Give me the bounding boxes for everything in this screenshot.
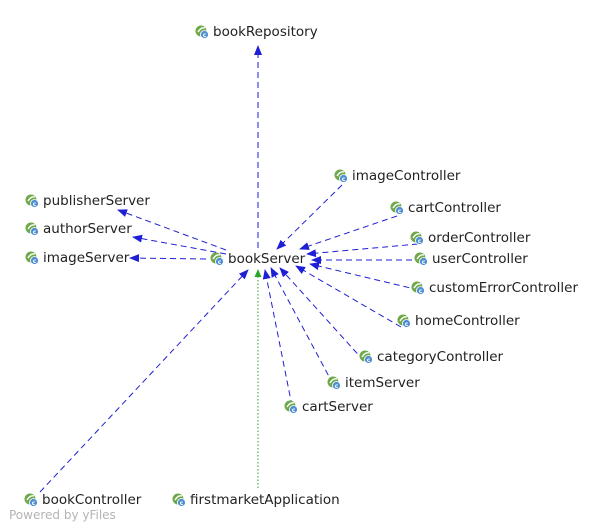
node-cartServer[interactable]: c cartServer [284,397,373,417]
edge-bookServer-to-imageServer [129,254,207,263]
svg-text:c: c [33,229,37,236]
spring-class-icon: c [410,231,424,245]
node-label: cartServer [302,399,373,415]
edge-cartController-to-bookServer [299,215,398,250]
svg-text:c: c [419,288,423,295]
spring-class-icon: c [284,400,298,414]
node-label: bookController [42,492,142,508]
node-cartController[interactable]: c cartController [390,198,501,218]
node-publisherServer[interactable]: c publisherServer [25,191,150,211]
node-bookServer[interactable]: c bookServer [210,249,305,269]
edge-customErrorController-to-bookServer [309,262,420,291]
svg-text:c: c [292,407,296,414]
edge-orderController-to-bookServer [306,243,419,258]
spring-class-icon: c [24,493,38,507]
node-label: imageController [352,168,461,184]
spring-class-icon: c [172,493,186,507]
node-label: customErrorController [429,280,579,296]
node-label: orderController [428,230,531,246]
node-label: bookRepository [213,24,318,40]
svg-text:c: c [418,238,422,245]
svg-text:c: c [218,259,222,266]
edge-bookController-to-bookServer [39,269,249,493]
edge-categoryController-to-bookServer [279,267,365,362]
spring-class-icon: c [210,252,224,266]
node-label: authorServer [43,221,132,237]
node-bookController[interactable]: c bookController [24,490,141,510]
svg-text:c: c [367,357,371,364]
edge-imageController-to-bookServer [276,184,343,250]
node-authorServer[interactable]: c authorServer [25,219,132,239]
svg-text:c: c [405,321,409,328]
spring-class-icon: c [195,25,209,39]
node-label: firstmarketApplication [190,492,340,508]
node-bookRepository[interactable]: c bookRepository [195,22,318,42]
node-label: userController [432,251,528,267]
spring-class-icon: c [25,222,39,236]
svg-text:c: c [33,258,37,265]
spring-class-icon: c [25,251,39,265]
dependency-edges [39,45,422,493]
spring-class-icon: c [327,376,341,390]
node-label: itemServer [345,375,420,391]
svg-text:c: c [33,201,37,208]
svg-text:c: c [203,32,207,39]
node-imageServer[interactable]: c imageServer [25,248,129,268]
node-homeController[interactable]: c homeController [397,311,520,331]
node-label: cartController [408,200,501,216]
node-label: imageServer [43,250,130,266]
node-label: homeController [415,313,520,329]
node-categoryController[interactable]: c categoryController [359,347,503,367]
spring-class-icon: c [397,314,411,328]
node-label: publisherServer [43,193,150,209]
edge-cartServer-to-bookServer [262,269,293,407]
spring-class-icon: c [414,252,428,266]
node-label: bookServer [228,251,306,267]
svg-text:c: c [180,500,184,507]
watermark: Powered by yFiles [9,508,116,522]
edge-itemServer-to-bookServer [270,267,334,385]
spring-class-icon: c [25,194,39,208]
node-userController[interactable]: c userController [414,249,528,269]
node-customErrorController[interactable]: c customErrorController [411,278,578,298]
edge-bookServer-to-publisherServer [117,209,227,251]
node-firstmarketApplication[interactable]: c firstmarketApplication [172,490,340,510]
spring-class-icon: c [359,350,373,364]
node-label: categoryController [377,349,504,365]
node-orderController[interactable]: c orderController [410,228,530,248]
edge-homeController-to-bookServer [295,265,402,328]
svg-text:c: c [32,500,36,507]
edge-bookServer-to-authorServer [132,234,227,255]
svg-text:c: c [335,383,339,390]
spring-class-icon: c [390,201,404,215]
spring-class-icon: c [411,281,425,295]
svg-text:c: c [422,259,426,266]
svg-text:c: c [342,176,346,183]
node-itemServer[interactable]: c itemServer [327,373,420,393]
svg-text:c: c [398,208,402,215]
spring-class-icon: c [334,169,348,183]
node-imageController[interactable]: c imageController [334,166,460,186]
